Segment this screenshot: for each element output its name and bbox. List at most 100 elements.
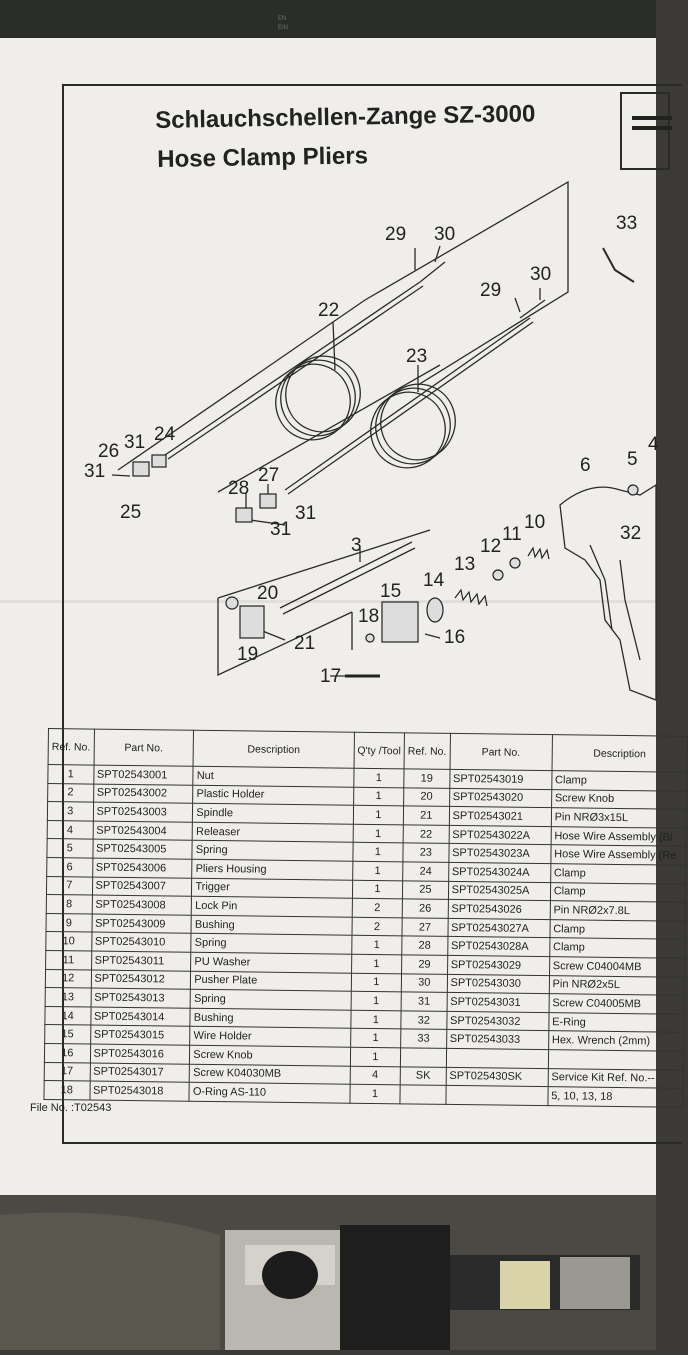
cell-part2: SPT02543028A [447,936,550,957]
callout-number: 12 [480,536,501,557]
cell-ref2: 29 [401,954,448,974]
cell-desc: Spindle [192,803,354,825]
cell-part: SPT02543011 [91,950,192,971]
cell-desc: Pusher Plate [190,970,352,992]
cell-ref2 [400,1084,446,1105]
cell-part: SPT02543017 [89,1062,190,1083]
cell-desc: Trigger [191,877,353,899]
cell-ref: 15 [44,1024,91,1044]
callout-number: 31 [295,503,316,524]
callout-number: 24 [154,424,176,445]
callout-number: 33 [616,213,637,234]
callout-number: 14 [423,570,445,591]
cell-qty: 1 [353,768,405,788]
cell-ref2: SK [400,1066,446,1086]
callout-number: 15 [380,581,401,602]
cell-ref: 2 [47,783,94,803]
cell-qty: 1 [350,1047,401,1067]
callout-number: 29 [480,280,501,301]
callout-number: 11 [502,524,522,545]
cell-desc: Lock Pin [191,896,353,917]
cell-desc: Spring [190,989,351,1010]
cell-part: SPT02543013 [90,988,191,1008]
cell-desc2: Clamp [550,863,686,884]
cell-ref2: 32 [400,1010,447,1030]
cell-part2 [445,1048,549,1069]
cell-ref2: 31 [401,991,447,1012]
paper-fold [0,600,656,603]
cell-qty: 2 [351,916,403,937]
callout-number: 32 [620,523,641,544]
callout-number: 5 [627,449,638,470]
callout-number: 30 [530,264,551,285]
cell-part: SPT02543010 [91,932,192,953]
cell-ref: 17 [44,1061,90,1082]
cell-ref: 14 [44,1006,91,1026]
cell-qty: 1 [350,1009,402,1030]
cell-desc2: Service Kit Ref. No.-- [547,1068,684,1089]
cell-qty: 1 [353,786,404,807]
cell-ref2: 20 [403,787,450,807]
cell-part2: SPT02543022A [448,825,552,846]
col-part-no: Part No. [93,729,194,767]
cell-ref2: 28 [401,936,448,956]
cell-ref2: 25 [402,880,449,900]
callout-number: 29 [385,224,406,245]
parts-table: Ref. No. Part No. Description Q'ty /Tool… [43,728,688,1107]
cell-ref: 13 [45,987,91,1007]
cell-part2: SPT02543031 [446,992,549,1013]
cell-ref2: 33 [400,1029,447,1049]
cell-qty: 1 [350,1028,401,1048]
cell-desc: Pliers Housing [191,859,353,880]
cell-ref: 5 [46,838,93,859]
callout-number: 30 [434,224,455,245]
cell-desc: Releaser [192,822,354,843]
cell-part2: SPT02543030 [446,973,550,994]
cell-qty: 1 [352,861,403,881]
cell-ref2: 27 [402,917,448,937]
cell-desc: PU Washer [190,952,352,973]
col-description-2: Description [551,734,688,773]
cell-ref: 8 [46,894,92,914]
cell-desc2 [548,1049,684,1070]
cell-ref: 3 [47,801,94,821]
cell-ref: 11 [45,950,92,970]
cell-desc: Screw K04030MB [189,1063,351,1085]
cell-part2: SPT02543026 [447,899,551,920]
callout-number: 4 [648,434,659,455]
cell-ref2: 22 [403,824,449,844]
col-ref-no: Ref. No. [48,728,95,766]
cell-qty: 4 [349,1065,401,1085]
cell-part: SPT02543008 [91,895,192,916]
callout-number: 18 [358,606,379,627]
cell-desc2: Pin NRØ2x7.8L [549,900,686,922]
callout-number: 6 [580,455,591,476]
callout-number: 16 [444,627,465,648]
cell-ref2 [400,1047,447,1067]
drawing-frame [62,84,682,1144]
callout-number: 10 [524,512,545,533]
cell-ref: 4 [47,820,93,840]
cell-desc2: Screw C04004MB [549,956,685,977]
callout-number: 27 [258,465,279,486]
cell-desc2: Pin NRØ3x15L [551,807,687,829]
cell-part: SPT02543015 [90,1025,191,1046]
cell-part2: SPT02543032 [446,1011,549,1031]
cell-desc2: Hose Wire Assembly (Bl [550,826,687,847]
cell-desc: Nut [193,766,354,787]
cell-part2: SPT02543019 [449,769,552,790]
cell-part: SPT02543009 [91,913,192,934]
cell-part: SPT02543018 [89,1081,190,1101]
cell-part2: SPT02543024A [448,862,551,883]
callout-number: 17 [320,666,341,687]
cell-desc: Wire Holder [189,1026,351,1048]
cell-part2: SPT02543029 [447,955,550,976]
cell-desc2: Clamp [549,919,686,940]
cell-ref2: 26 [402,899,449,919]
cell-part2: SPT02543027A [447,918,550,938]
callout-number: 28 [228,478,249,499]
strip-lang-2: EIN [278,25,289,31]
cell-desc2: Screw Knob [551,789,687,810]
cell-part2: SPT025430SK [445,1066,549,1087]
